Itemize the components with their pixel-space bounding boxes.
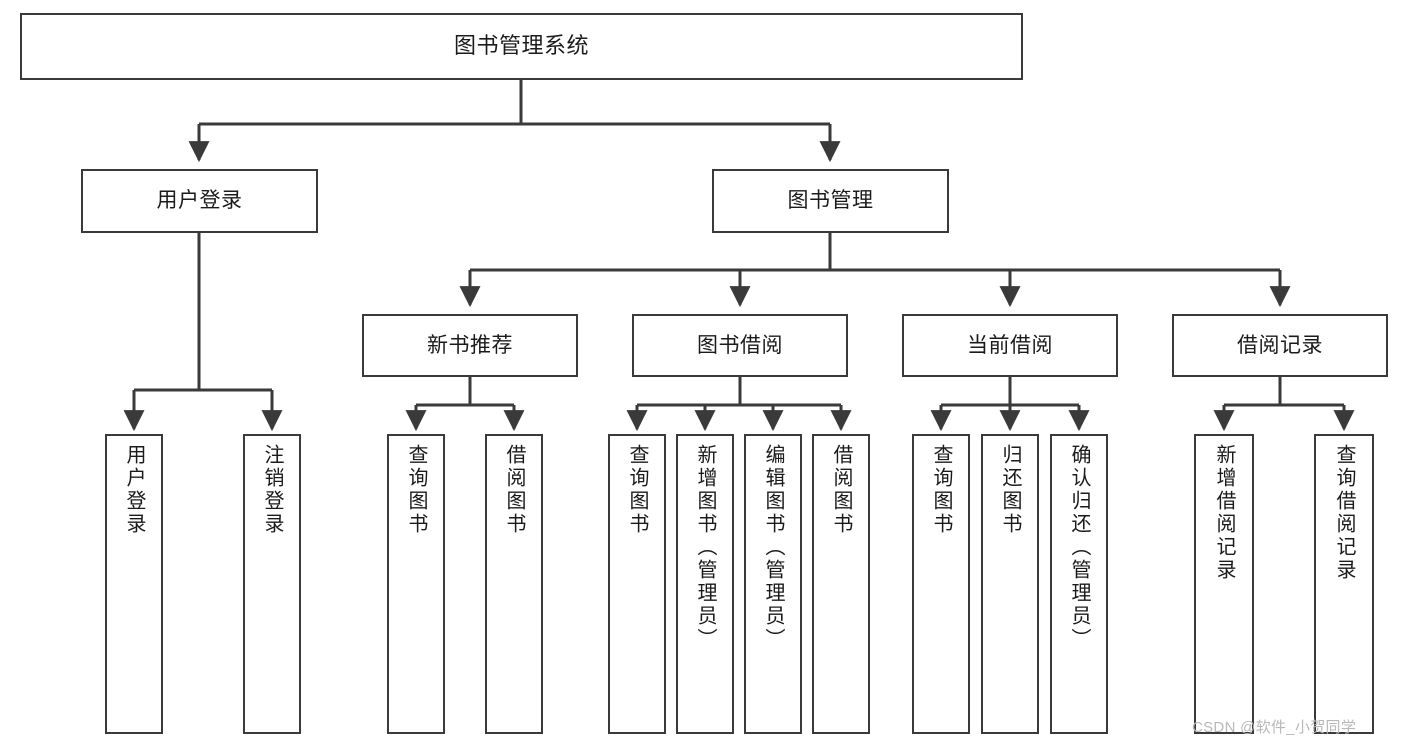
node-leaf-add-book-label: 新增图书（管理员） [694,444,716,651]
node-leaf-borrow-book-1[interactable]: 借阅图书 [485,434,543,734]
node-new-book-recommend[interactable]: 新书推荐 [362,314,578,377]
node-leaf-user-login[interactable]: 用户登录 [105,434,163,734]
node-leaf-return-book[interactable]: 归还图书 [981,434,1039,734]
node-leaf-borrow-book-1-label: 借阅图书 [503,444,525,536]
node-leaf-query-record[interactable]: 查询借阅记录 [1314,434,1374,734]
node-leaf-query-book-2[interactable]: 查询图书 [608,434,666,734]
node-leaf-return-book-label: 归还图书 [999,444,1021,536]
node-leaf-add-record-label: 新增借阅记录 [1213,444,1235,582]
node-current-borrow[interactable]: 当前借阅 [902,314,1118,377]
node-new-book-recommend-label: 新书推荐 [427,333,513,357]
node-book-management[interactable]: 图书管理 [712,169,949,233]
node-book-borrow-label: 图书借阅 [697,333,783,357]
node-root[interactable]: 图书管理系统 [20,13,1023,80]
node-leaf-add-book[interactable]: 新增图书（管理员） [676,434,734,734]
node-book-borrow[interactable]: 图书借阅 [632,314,848,377]
node-book-management-label: 图书管理 [787,189,874,213]
node-leaf-confirm-return-label: 确认归还（管理员） [1068,444,1090,651]
node-leaf-borrow-book-2-label: 借阅图书 [830,444,852,536]
node-leaf-query-book-1[interactable]: 查询图书 [387,434,445,734]
node-current-borrow-label: 当前借阅 [967,333,1053,357]
node-leaf-confirm-return[interactable]: 确认归还（管理员） [1050,434,1108,734]
node-leaf-query-book-2-label: 查询图书 [626,444,648,536]
node-leaf-user-login-label: 用户登录 [123,444,145,536]
node-leaf-query-book-3-label: 查询图书 [930,444,952,536]
node-borrow-record[interactable]: 借阅记录 [1172,314,1388,377]
node-root-label: 图书管理系统 [453,33,589,59]
node-leaf-logout-label: 注销登录 [261,444,283,536]
node-user-login[interactable]: 用户登录 [81,169,318,233]
node-leaf-query-book-1-label: 查询图书 [405,444,427,536]
node-leaf-edit-book-label: 编辑图书（管理员） [762,444,784,651]
node-borrow-record-label: 借阅记录 [1237,333,1323,357]
node-user-login-label: 用户登录 [156,189,243,213]
node-leaf-logout[interactable]: 注销登录 [243,434,301,734]
node-leaf-borrow-book-2[interactable]: 借阅图书 [812,434,870,734]
node-leaf-query-record-label: 查询借阅记录 [1333,444,1355,582]
node-leaf-edit-book[interactable]: 编辑图书（管理员） [744,434,802,734]
node-leaf-query-book-3[interactable]: 查询图书 [912,434,970,734]
node-leaf-add-record[interactable]: 新增借阅记录 [1194,434,1254,734]
csdn-watermark: CSDN @软件_小贺同学 [1192,719,1357,736]
